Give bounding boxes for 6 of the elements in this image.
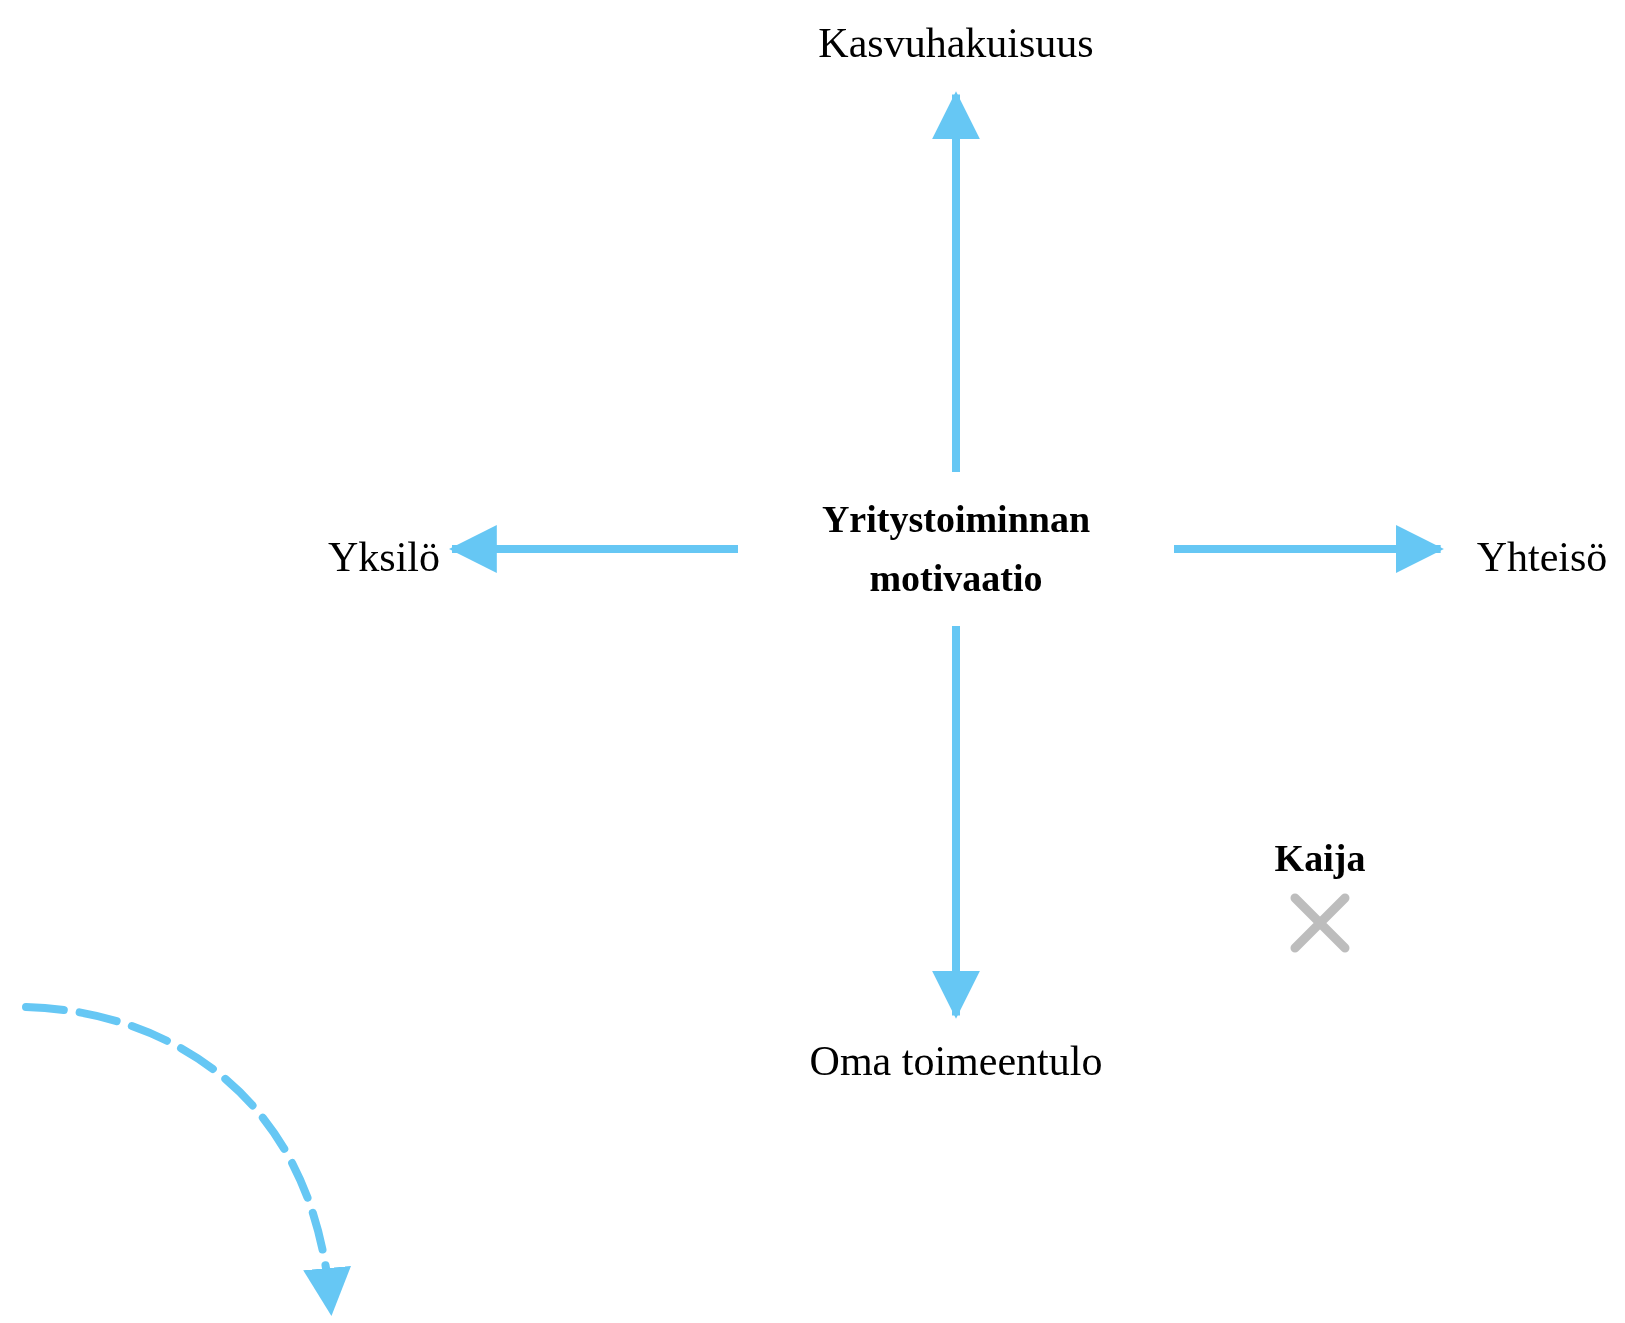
node-label: Oma toimeentulo (809, 1029, 1103, 1093)
node-label: Yhteisö (1476, 525, 1608, 589)
node-label: Kasvuhakuisuus (818, 11, 1094, 75)
node-label: Yritystoiminnan motivaatio (756, 490, 1156, 608)
name-label: Kaija (1274, 835, 1366, 881)
node-label: Yksilö (328, 525, 440, 589)
